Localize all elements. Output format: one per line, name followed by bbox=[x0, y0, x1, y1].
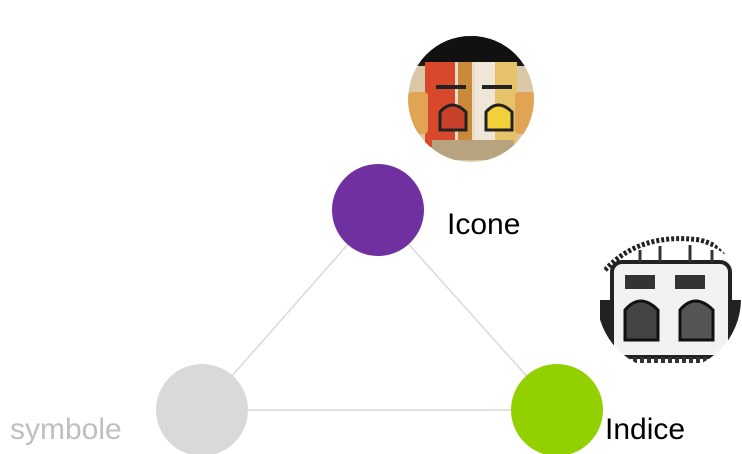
symbole-label: symbole bbox=[10, 413, 122, 446]
indice-label: Indice bbox=[605, 413, 686, 446]
node-icone bbox=[332, 164, 424, 256]
icone-label: Icone bbox=[447, 208, 521, 241]
node-symbole bbox=[156, 364, 248, 454]
node-indice bbox=[511, 364, 603, 454]
kachina-mask-bw-engraving bbox=[597, 227, 741, 371]
kachina-mask-color-photo bbox=[408, 36, 534, 162]
